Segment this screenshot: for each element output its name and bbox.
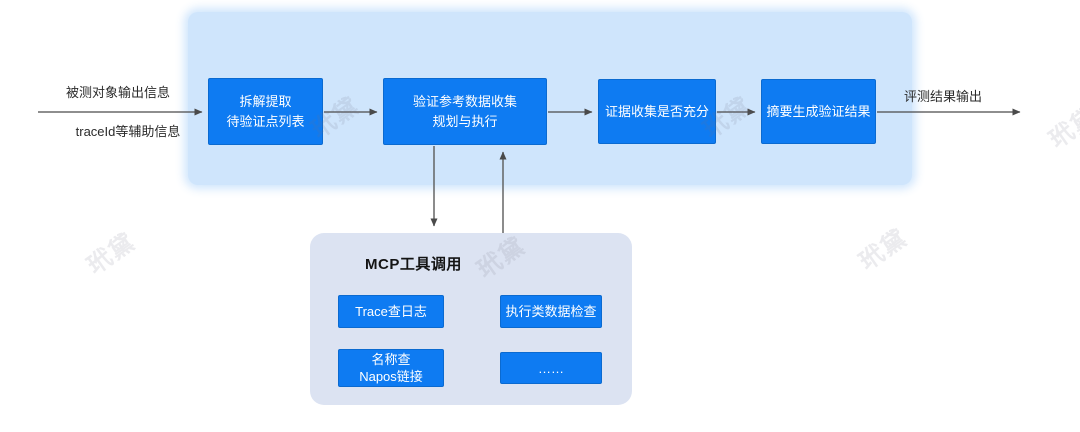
tool-name-napos-link-lookup: 名称查 Napos链接 [338, 349, 444, 387]
input-label-bottom: traceId等辅助信息 [75, 124, 181, 139]
input-label-top: 被测对象输出信息 [65, 85, 170, 100]
tool-execution-data-check: 执行类数据检查 [500, 295, 602, 328]
watermark: 玳黛 [82, 227, 141, 280]
node-evidence-sufficiency-check: 证据收集是否充分 [598, 79, 716, 144]
watermark: 玳黛 [1044, 101, 1080, 154]
tool-trace-log-lookup: Trace查日志 [338, 295, 444, 328]
watermark: 玳黛 [854, 223, 913, 276]
node-evidence-collection-plan: 验证参考数据收集 规划与执行 [383, 78, 547, 145]
node-decompose-extract: 拆解提取 待验证点列表 [208, 78, 323, 145]
mcp-title: MCP工具调用 [365, 256, 462, 273]
mcp-tools-container: MCP工具调用 Trace查日志 执行类数据检查 名称查 Napos链接 …… [310, 233, 632, 405]
output-label: 评测结果输出 [903, 89, 982, 104]
node-summary-verification-result: 摘要生成验证结果 [761, 79, 876, 144]
tool-ellipsis-more: …… [500, 352, 602, 384]
